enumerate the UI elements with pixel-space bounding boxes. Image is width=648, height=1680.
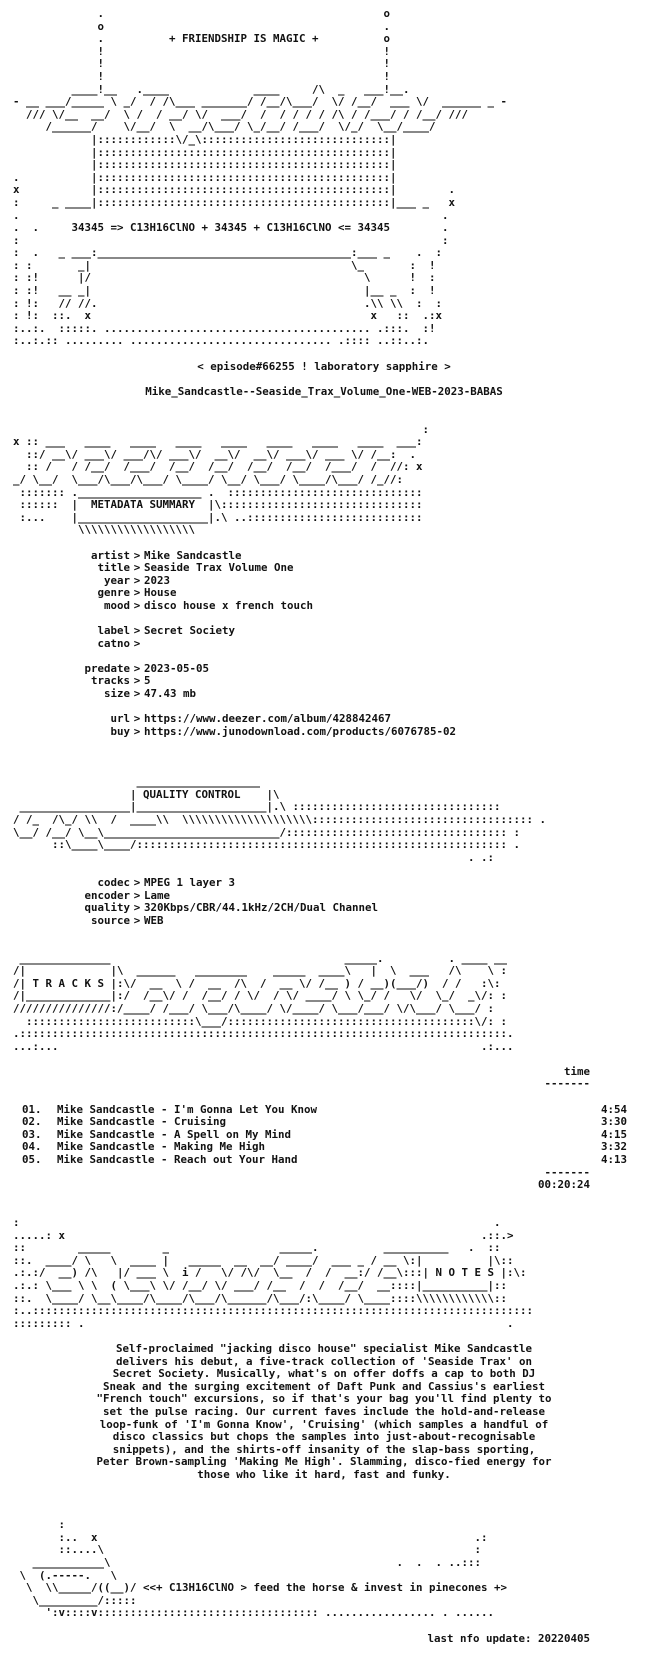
quality-source: source>WEB [90,914,164,927]
track-row: 02. Mike Sandcastle - Cruising 3:30 [0,1116,648,1129]
track-number: 03. [22,1128,42,1141]
notes-text: Self-proclaimed "jacking disco house" sp… [96,1341,552,1481]
meta-predate: predate>2023-05-05 [84,662,210,675]
track-title: Mike Sandcastle - I'm Gonna Let You Know [57,1103,318,1116]
metadata-list: artist>Mike Sandcastle title>Seaside Tra… [0,550,648,739]
meta-size: size>47.43 mb [103,688,197,701]
track-title: Mike Sandcastle - Reach out Your Hand [57,1154,298,1167]
tracklist: time ------- 01. Mike Sandcastle - I'm Go… [0,1066,648,1192]
track-number: 01. [22,1103,42,1116]
total-rule: ------- [544,1166,590,1179]
track-title: Mike Sandcastle - A Spell on My Mind [57,1128,292,1141]
time-rule: ------- [544,1078,590,1091]
track-number: 05. [22,1154,42,1167]
time-header: time [563,1065,590,1078]
quality-banner-art: ___________________ | QUALITY CONTROL |\… [13,776,547,864]
footer-ascii-art: : :.. x .: ::....\ : ___________\ [19,1519,508,1620]
header-ascii-art: . o o . . + FRIENDSHIP IS MAGIC + o ! [13,8,508,348]
total-time: 00:20:24 [537,1179,590,1192]
track-duration: 3:32 [600,1141,627,1154]
meta-mood: mood>disco house x french touch [103,599,314,612]
quality-codec: codec>MPEG 1 layer 3 [97,876,236,889]
track-row: 03. Mike Sandcastle - A Spell on My Mind 4… [0,1129,648,1142]
quality-encoder: encoder>Lame [84,889,171,902]
tracks-banner-art: ______________ _____. . ____ __ /| |\ __… [13,952,514,1053]
buy-link: https://www.junodownload.com/products/60… [144,725,457,738]
url-link: https://www.deezer.com/album/428842467 [144,713,392,726]
last-update: last nfo update: 20220405 [427,1632,590,1645]
meta-label: label>Secret Society [97,625,236,638]
meta-buy: buy>https://www.junodownload.com/product… [110,725,457,738]
quality-list: codec>MPEG 1 layer 3 encoder>Lame qualit… [0,877,648,927]
meta-artist: artist>Mike Sandcastle [90,549,242,562]
track-title: Mike Sandcastle - Cruising [57,1116,227,1129]
track-row: 01. Mike Sandcastle - I'm Gonna Let You K… [0,1104,648,1117]
track-row: 05. Mike Sandcastle - Reach out Your Hand… [0,1154,648,1167]
notes-banner-art: : . .....: x .::.> :: _____ _ _ [13,1217,534,1330]
track-duration: 4:13 [600,1154,627,1167]
quality-quality: quality>320Kbps/CBR/44.1kHz/2CH/Dual Cha… [84,902,379,915]
meta-year: year>2023 [103,574,171,587]
metadata-banner-art: : x :: ___ ____ ____ ____ ____ ____ ____… [13,423,430,537]
track-title: Mike Sandcastle - Making Me High [57,1141,266,1154]
track-duration: 4:54 [600,1103,627,1116]
track-number: 04. [22,1141,42,1154]
meta-title: title>Seaside Trax Volume One [97,562,294,575]
track-duration: 4:15 [600,1128,627,1141]
track-row: 04. Mike Sandcastle - Making Me High 3:32 [0,1141,648,1154]
episode-line: < episode#66255 ! laboratory sapphire > [197,360,451,373]
meta-catno: catno> [97,637,141,650]
meta-tracks: tracks>5 [90,675,151,688]
meta-url: url>https://www.deezer.com/album/4288424… [110,713,392,726]
meta-genre: genre>House [97,587,177,600]
release-name: Mike_Sandcastle--Seaside_Trax_Volume_One… [145,385,503,398]
track-duration: 3:30 [600,1116,627,1129]
track-number: 02. [22,1116,42,1129]
